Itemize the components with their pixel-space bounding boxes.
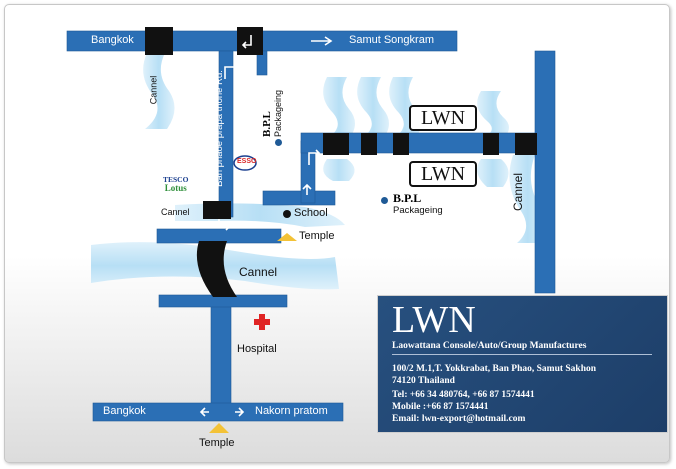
bridge-vert bbox=[203, 201, 231, 219]
arrow-top-turn bbox=[241, 35, 252, 49]
lwn-sign-bottom: LWN bbox=[409, 161, 477, 187]
esso-label: ESSO bbox=[237, 158, 257, 165]
road-label-bangkok-top: Bangkok bbox=[91, 34, 134, 46]
arrow-inner-up bbox=[302, 183, 312, 195]
map-frame: Bangkok Samut Songkram Bangkok Nakorn pr… bbox=[4, 4, 670, 463]
canal-left-stream bbox=[143, 53, 175, 129]
road-label-nakorn-pratom: Nakorn pratom bbox=[255, 405, 328, 417]
bridge-top-left bbox=[145, 27, 173, 55]
bridge-lwn-5 bbox=[515, 133, 537, 155]
company-address-1: 100/2 M.1,T. Yokkrabat, Ban Phao, Samut … bbox=[392, 364, 597, 374]
company-tagline: Laowattana Console/Auto/Group Manufactur… bbox=[392, 341, 587, 351]
road-lwn-right bbox=[534, 50, 556, 294]
company-mobile: Mobile :+66 87 1574441 bbox=[392, 402, 489, 412]
company-email: Email: lwn-export@hotmail.com bbox=[392, 414, 526, 424]
canal-label-small: Cannel bbox=[161, 207, 190, 217]
hospital-icon bbox=[254, 314, 270, 330]
bridge-top-mid bbox=[237, 27, 263, 55]
tesco-lotus-logo: TESCO Lotus bbox=[163, 175, 188, 193]
canal-mid-2 bbox=[477, 159, 509, 187]
canal-top-1 bbox=[323, 77, 355, 139]
arrow-bottom-left bbox=[199, 407, 209, 417]
tesco-label: TESCO bbox=[163, 175, 189, 184]
road-bottom bbox=[92, 402, 344, 422]
arrow-bottom-right bbox=[235, 407, 245, 417]
school-dot bbox=[283, 210, 291, 218]
bpl-top-title: B.P.L bbox=[261, 111, 273, 137]
bpl-top-sub: Packageing bbox=[273, 89, 283, 137]
bpl-bottom-title: B.P.L bbox=[393, 191, 422, 205]
arrow-lwn-turn bbox=[308, 149, 321, 165]
temple-mid-icon bbox=[277, 233, 297, 241]
arrow-left-turn bbox=[218, 219, 231, 231]
bpl-top-dot bbox=[275, 139, 282, 146]
bridge-lwn-1 bbox=[323, 133, 349, 155]
bridge-lwn-2 bbox=[361, 133, 377, 155]
company-tel: Tel: +66 34 480764, +66 87 1574441 bbox=[392, 390, 535, 400]
road-label-bangkok-bottom: Bangkok bbox=[103, 405, 146, 417]
bridges bbox=[145, 27, 537, 297]
canal-mid-1 bbox=[323, 159, 355, 181]
temple-mid-label: Temple bbox=[299, 230, 335, 242]
road-label-samut-songkram: Samut Songkram bbox=[349, 34, 434, 46]
canal-top-4 bbox=[477, 91, 509, 139]
hospital-label: Hospital bbox=[237, 343, 277, 355]
bpl-bottom-sub: Packageing bbox=[393, 205, 443, 216]
bridge-lwn-3 bbox=[393, 133, 409, 155]
road-bottom-vertical bbox=[210, 302, 232, 416]
road-crossbar bbox=[156, 228, 282, 244]
direction-arrows bbox=[199, 35, 333, 417]
canal-top-2 bbox=[357, 77, 389, 139]
canal-label-main: Cannel bbox=[239, 265, 278, 279]
arrow-vert-turn bbox=[224, 66, 237, 79]
panel-divider bbox=[392, 354, 652, 355]
temple-bottom-icon bbox=[209, 423, 229, 433]
canal-label-right: Cannel bbox=[511, 172, 526, 212]
road-inner bbox=[262, 190, 336, 206]
canal-label-left: Cannel bbox=[148, 75, 159, 105]
esso-icon bbox=[233, 155, 257, 171]
lotus-label: Lotus bbox=[164, 183, 187, 193]
bridge-main bbox=[196, 241, 237, 297]
map-graphic bbox=[66, 27, 556, 433]
lwn-sign-top: LWN bbox=[409, 105, 477, 131]
road-label-vertical: Ban phaoe prapa thone Rd. bbox=[213, 70, 225, 187]
company-info-panel: LWN Laowattana Console/Auto/Group Manufa… bbox=[377, 295, 668, 433]
company-address-2: 74120 Thailand bbox=[392, 376, 455, 386]
company-name: LWN bbox=[392, 299, 476, 341]
temple-bottom-label: Temple bbox=[199, 437, 235, 449]
bridge-lwn-4 bbox=[483, 133, 499, 155]
bpl-bottom-dot bbox=[381, 197, 388, 204]
arrow-samut bbox=[311, 36, 333, 46]
school-label: School bbox=[294, 207, 328, 219]
